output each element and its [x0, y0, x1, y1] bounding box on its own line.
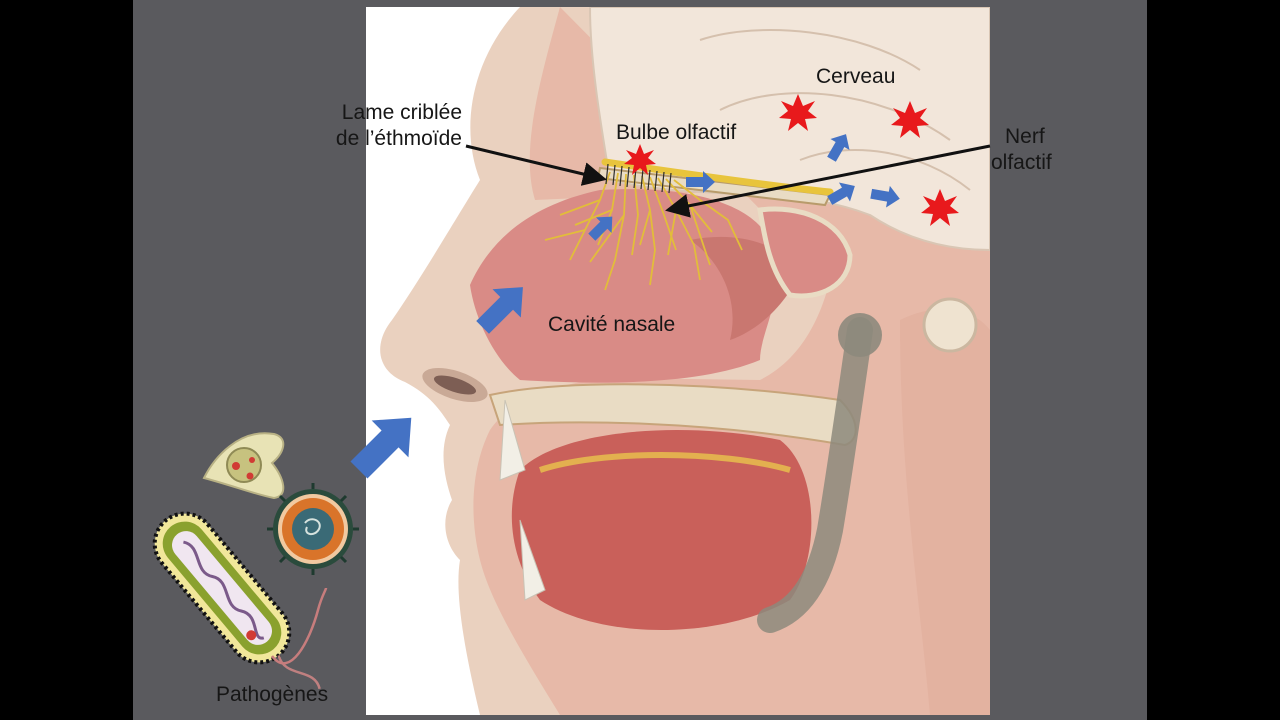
- red-burst-icon: [624, 144, 656, 175]
- label-cavite-nasale: Cavité nasale: [548, 313, 676, 336]
- red-burst-icon: [921, 189, 959, 226]
- label-lame-criblee: Lame criblée de l’éthmoïde: [312, 100, 462, 152]
- blue-arrow-icon: [588, 216, 613, 241]
- blue-arrow-icon: [350, 134, 900, 479]
- flagellum: [271, 587, 328, 665]
- blue-arrow-icon: [870, 185, 900, 208]
- virus-icon: [267, 483, 359, 575]
- label-lame-line2: de l’éthmoïde: [335, 127, 462, 150]
- blue-arrow-icon: [827, 134, 850, 162]
- label-lame-line1: Lame criblée: [341, 101, 462, 124]
- nerf-pointer-line: [665, 144, 991, 218]
- sphenoid-sinus: [757, 206, 853, 299]
- label-nerf-line1: Nerf: [1005, 125, 1045, 148]
- lame-pointer-line: [465, 144, 607, 186]
- tongue: [511, 430, 812, 630]
- label-pathogenes: Pathogènes: [216, 683, 329, 706]
- bacterium-icon: [152, 511, 321, 690]
- label-nerf-line2: olfactif: [991, 151, 1052, 174]
- label-nerf-olfactif: Nerf olfactif: [991, 124, 1081, 176]
- olfactory-bulb: [601, 158, 834, 196]
- blue-arrow-icon: [350, 417, 412, 479]
- blue-arrow-icon: [827, 182, 855, 205]
- label-cerveau: Cerveau: [816, 65, 896, 88]
- red-burst-icon: [779, 94, 817, 131]
- blue-arrow-icon: [476, 287, 523, 334]
- blue-arrow-icon: [686, 171, 715, 193]
- protozoan-icon: [202, 432, 285, 500]
- label-bulbe-olfactif: Bulbe olfactif: [616, 121, 737, 144]
- red-burst-icon: [891, 101, 929, 138]
- pharynx-tube: [757, 317, 873, 633]
- red-burst-icon: [624, 94, 959, 226]
